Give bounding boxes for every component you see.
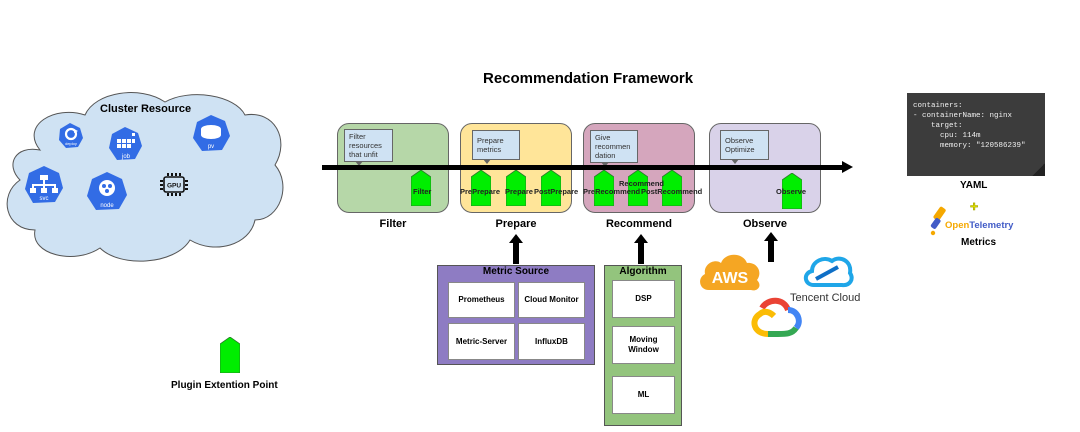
cluster-resource-title: Cluster Resource xyxy=(100,103,192,115)
metric-source-arrow xyxy=(509,234,523,264)
opentelemetry-label-open: Open xyxy=(945,220,970,231)
pipeline-arrow-head xyxy=(842,161,853,173)
recommend-note: Give recommen dation xyxy=(590,130,638,167)
metric-source-title: Metric Source xyxy=(482,266,550,277)
svg-text:svc: svc xyxy=(40,196,49,202)
aws-logo-icon: AWS xyxy=(700,254,760,291)
metric-source-metric-server: Metric-Server xyxy=(448,323,515,360)
opentelemetry-label: OpenTelemetry xyxy=(945,220,1013,231)
svg-text:deploy: deploy xyxy=(65,141,77,146)
framework-title: Recommendation Framework xyxy=(483,70,694,87)
algorithm-moving-window: Moving Window xyxy=(612,326,675,364)
note-line: recommen xyxy=(595,142,631,151)
svc-icon: svc xyxy=(25,166,63,203)
plugin-point-postrecommend xyxy=(662,170,682,206)
note-line: that unfit xyxy=(349,150,378,159)
plugin-label: Prepare xyxy=(505,187,533,196)
legend-label: Plugin Extention Point xyxy=(171,380,278,391)
svg-text:GPU: GPU xyxy=(167,183,181,190)
plugin-point-recommend xyxy=(628,170,648,206)
opentelemetry-label-telemetry: Telemetry xyxy=(969,220,1014,231)
svg-text:node: node xyxy=(100,203,114,209)
plugin-label: Filter xyxy=(413,187,432,196)
legend-plugin-point-icon xyxy=(220,337,240,373)
metrics-label: Metrics xyxy=(961,237,997,248)
svg-text:job: job xyxy=(121,154,131,160)
algorithm-title: Algorithm xyxy=(619,266,667,277)
algorithm-moving-window-line: Moving xyxy=(629,335,658,344)
note-line: Filter xyxy=(349,132,366,141)
job-icon: job xyxy=(109,127,142,160)
plugin-point-postprepare xyxy=(541,170,561,206)
note-line: Observe xyxy=(725,136,754,145)
algorithm-dsp: DSP xyxy=(612,280,675,318)
stage-label-recommend: Recommend xyxy=(605,218,673,230)
note-line: Prepare xyxy=(477,136,504,145)
note-line: Give xyxy=(595,133,611,142)
metric-source-influxdb: InfluxDB xyxy=(518,323,585,360)
note-line: Optimize xyxy=(725,145,755,154)
plugin-point-icon xyxy=(541,170,561,206)
yaml-label: YAML xyxy=(960,180,988,191)
plugin-point-icon xyxy=(628,170,648,206)
plugin-point-prepare xyxy=(506,170,526,206)
deploy-icon: deploy xyxy=(59,123,83,148)
stage-label-observe: Observe xyxy=(742,218,788,230)
plugin-point-icon xyxy=(506,170,526,206)
svg-text:AWS: AWS xyxy=(712,270,749,287)
plugin-label: Recommend xyxy=(619,179,665,188)
algorithm-ml: ML xyxy=(612,376,675,414)
plugin-point-icon xyxy=(594,170,614,206)
note-line: dation xyxy=(595,151,616,160)
pipeline-arrow-line xyxy=(322,165,844,170)
algorithm-group: Algorithm DSP Moving Window ML xyxy=(604,265,682,426)
stage-label-filter: Filter xyxy=(379,218,407,230)
filter-note: Filter resources that unfit xyxy=(344,129,393,166)
algorithm-arrow xyxy=(634,234,648,264)
observe-arrow xyxy=(764,232,778,262)
plugin-point-icon xyxy=(471,170,491,206)
opentelemetry-logo-icon xyxy=(930,206,946,236)
yaml-page-fold xyxy=(1032,163,1045,176)
yaml-code-block: containers: - containerName: nginx targe… xyxy=(907,93,1045,176)
algorithm-moving-window-line: Window xyxy=(628,345,659,354)
plugin-point-prerecommend xyxy=(594,170,614,206)
plugin-point-icon xyxy=(411,170,431,206)
plugin-point-observe xyxy=(782,173,802,209)
node-icon: node xyxy=(87,172,127,210)
prepare-note: Prepare metrics xyxy=(472,130,520,164)
plugin-point-filter xyxy=(411,170,431,206)
note-line: metrics xyxy=(477,145,502,154)
plus-icon: + xyxy=(970,198,979,215)
plugin-label: PreRecommend xyxy=(583,187,641,196)
plugin-point-preprepare xyxy=(471,170,491,206)
svg-text:pv: pv xyxy=(208,144,214,150)
cluster-resource-cloud: deploy job pv svc node xyxy=(6,92,284,262)
plugin-label: PrePrepare xyxy=(460,187,501,196)
plugin-label: PostRecommend xyxy=(641,187,703,196)
tencent-cloud-logo-icon xyxy=(803,256,854,288)
metric-source-cloud-monitor: Cloud Monitor xyxy=(518,282,585,318)
pv-icon: pv xyxy=(193,115,230,151)
plugin-label: Observe xyxy=(776,187,807,196)
plugin-point-icon xyxy=(662,170,682,206)
plugin-label: PostPrepare xyxy=(534,187,579,196)
metric-source-group: Metric Source Prometheus Cloud Monitor M… xyxy=(437,265,595,365)
google-cloud-logo-icon xyxy=(751,297,802,337)
plugin-point-icon xyxy=(782,173,802,209)
stage-label-prepare: Prepare xyxy=(495,218,537,230)
note-line: resources xyxy=(349,141,382,150)
tencent-cloud-label: Tencent Cloud xyxy=(790,292,861,304)
observe-note: Observe Optimize xyxy=(720,130,769,164)
metric-source-prometheus: Prometheus xyxy=(448,282,515,318)
gpu-chip-icon: GPU xyxy=(160,173,188,196)
